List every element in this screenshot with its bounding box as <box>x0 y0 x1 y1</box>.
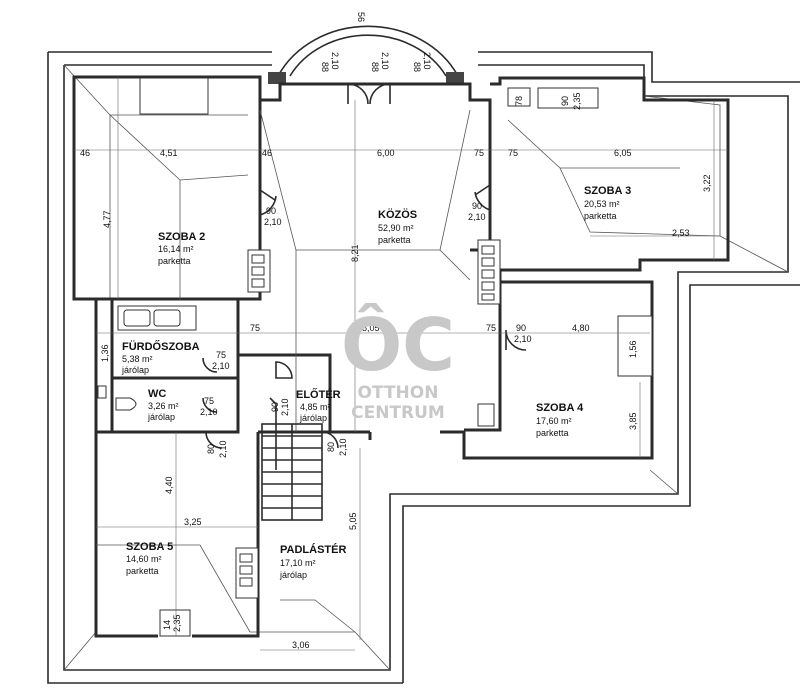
dim-477: 4,77 <box>102 210 112 228</box>
room-szoba3-name: SZOBA 3 <box>584 185 631 197</box>
room-szoba4-name: SZOBA 4 <box>536 402 584 414</box>
dim-wc-210: 2,10 <box>200 407 218 417</box>
dim-bay-210a: 2,10 <box>330 52 340 70</box>
dim-480: 4,80 <box>572 323 590 333</box>
dim-top-56: 56 <box>356 12 366 22</box>
dim-46b: 46 <box>262 148 272 158</box>
room-szoba5-floor: parketta <box>126 566 159 576</box>
dim-605: 6,05 <box>614 148 632 158</box>
room-kozos-floor: parketta <box>378 235 411 245</box>
dim-bay-210c: 2,10 <box>422 52 432 70</box>
dim-505: 5,05 <box>362 323 380 333</box>
room-wc-name: WC <box>148 388 166 400</box>
room-kozos-area: 52,90 m² <box>378 223 414 233</box>
room-kozos-name: KÖZÖS <box>378 208 417 221</box>
stairs <box>261 397 323 521</box>
dim-75c: 75 <box>250 323 260 333</box>
dim-fd-75: 75 <box>216 350 226 360</box>
dimension-labels: 56 88 2,10 88 2,10 88 2,10 46 4,51 46 6,… <box>80 12 712 650</box>
bay-window <box>268 25 464 84</box>
dim-s5-80: 80 <box>206 444 216 454</box>
room-padlas-area: 17,10 m² <box>280 558 316 568</box>
dim-doorK-210: 2,10 <box>468 212 486 222</box>
room-szoba2-floor: parketta <box>158 256 191 266</box>
doors <box>202 83 527 449</box>
room-wc-floor: járólap <box>147 412 175 422</box>
dim-325: 3,25 <box>184 517 202 527</box>
dim-bay-88c: 88 <box>412 62 422 72</box>
room-furdo-name: FÜRDŐSZOBA <box>122 340 200 353</box>
room-eloter-floor: járólap <box>299 413 327 423</box>
dim-600: 6,00 <box>377 148 395 158</box>
room-padlas-name: PADLÁSTÉR <box>280 543 346 556</box>
dim-bay-88a: 88 <box>320 62 330 72</box>
dimension-lines <box>74 77 728 651</box>
logo-line2: CENTRUM <box>351 403 445 423</box>
dim-el-90: 90 <box>270 402 280 412</box>
dim-90e: 90 <box>516 323 526 333</box>
room-szoba5-name: SZOBA 5 <box>126 541 173 553</box>
room-szoba4-floor: parketta <box>536 428 569 438</box>
dim-46a: 46 <box>80 148 90 158</box>
dim-win5-235: 2,35 <box>172 614 182 632</box>
dim-253: 2,53 <box>672 228 690 238</box>
dim-210e: 2,10 <box>514 334 532 344</box>
dim-wc-75: 75 <box>204 396 214 406</box>
dim-235-win: 2,35 <box>572 92 582 110</box>
room-szoba4-area: 17,60 m² <box>536 416 572 426</box>
dim-pd-210: 2,10 <box>338 438 348 456</box>
dim-306: 3,06 <box>292 640 310 650</box>
room-furdo-area: 5,38 m² <box>122 354 153 364</box>
logo-mark: ÔC <box>341 303 455 387</box>
dim-505b: 5,05 <box>348 512 358 530</box>
dim-win5-14: 14 <box>162 620 172 630</box>
ceiling-lines <box>96 109 721 633</box>
dim-821: 8,21 <box>350 244 360 262</box>
dim-doorK-90: 90 <box>472 201 482 211</box>
room-wc-area: 3,26 m² <box>148 401 179 411</box>
dim-75b: 75 <box>508 148 518 158</box>
dim-322: 3,22 <box>702 174 712 192</box>
room-furdo-floor: járólap <box>121 365 149 375</box>
dim-fd-210: 2,10 <box>212 361 230 371</box>
dim-156: 1,56 <box>628 340 638 358</box>
dim-78: 78 <box>514 96 524 106</box>
dim-pd-80: 80 <box>326 442 336 452</box>
room-labels: KÖZÖS 52,90 m² parketta SZOBA 2 16,14 m²… <box>121 185 631 580</box>
room-szoba2-area: 16,14 m² <box>158 244 194 254</box>
fixtures <box>97 77 653 637</box>
dim-75a: 75 <box>474 148 484 158</box>
dim-385: 3,85 <box>628 412 638 430</box>
dim-440: 4,40 <box>164 476 174 494</box>
dim-fd-left: 1,36 <box>100 344 110 362</box>
dim-door2-90: 90 <box>266 206 276 216</box>
logo-line1: OTTHON <box>358 383 439 403</box>
room-eloter-name: ELŐTÉR <box>296 388 341 401</box>
room-padlas-floor: járólap <box>279 570 307 580</box>
otthon-centrum-logo: ÔC OTTHON CENTRUM <box>341 303 455 423</box>
dim-door2-210: 2,10 <box>264 217 282 227</box>
dim-s5-210: 2,10 <box>218 440 228 458</box>
room-szoba5-area: 14,60 m² <box>126 554 162 564</box>
room-eloter-area: 4,85 m² <box>300 402 331 412</box>
dim-75d: 75 <box>486 323 496 333</box>
dim-bay-88b: 88 <box>370 62 380 72</box>
dim-bay-210b: 2,10 <box>380 52 390 70</box>
room-szoba3-area: 20,53 m² <box>584 199 620 209</box>
dim-451: 4,51 <box>160 148 178 158</box>
room-szoba2-name: SZOBA 2 <box>158 231 205 243</box>
dim-90-win: 90 <box>560 96 570 106</box>
room-szoba3-floor: parketta <box>584 211 617 221</box>
dim-el-210: 2,10 <box>280 398 290 416</box>
